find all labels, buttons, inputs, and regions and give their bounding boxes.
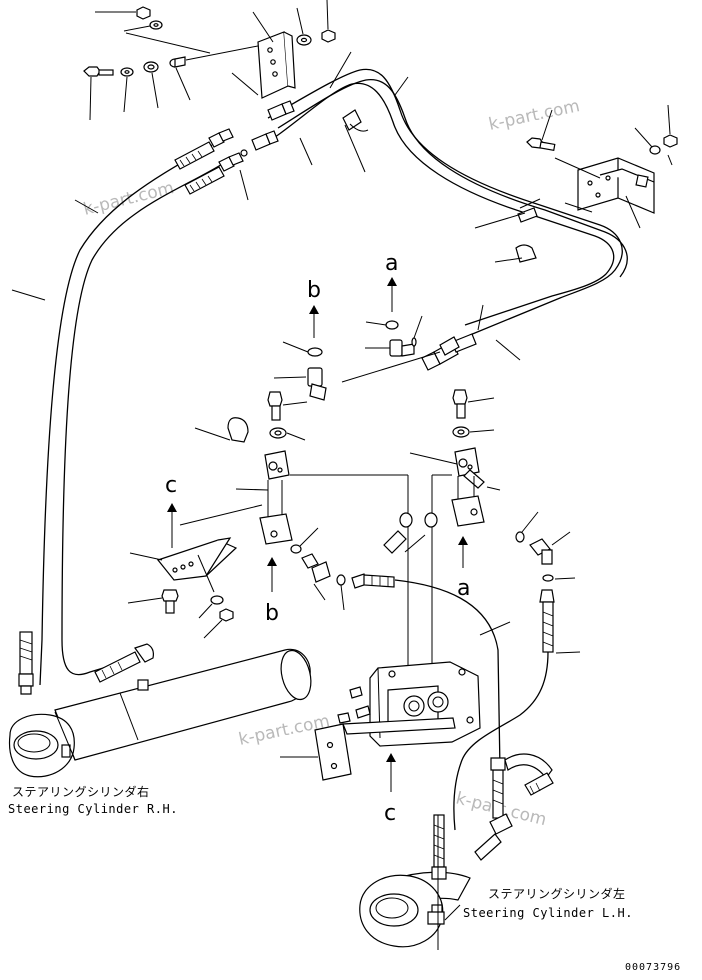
hose-fitting [439, 336, 460, 356]
hose-end-fitting [184, 152, 244, 195]
top-hardware-group [83, 0, 336, 121]
a-port-fittings [365, 315, 581, 831]
cylinder-rh-label-en: Steering Cylinder R.H. [8, 802, 178, 816]
elbow-fitting [365, 339, 415, 357]
document-number: 00073796 [625, 962, 681, 973]
lower-left-bracket [129, 504, 263, 593]
u-bolt-icon [494, 244, 537, 263]
hose-end-fitting [94, 643, 154, 683]
left-hose-assembly [11, 128, 249, 695]
spacer-icon [169, 56, 186, 68]
hose-end-fitting [490, 757, 506, 819]
o-ring-icon [399, 512, 413, 528]
watermark: k-part.com [81, 178, 176, 220]
ref-marker: c [165, 473, 177, 498]
ref-arrow-c-left: c [165, 473, 177, 548]
port-block-a [409, 447, 501, 527]
right-mounting-bracket [554, 157, 655, 229]
bolt-icon [83, 66, 114, 77]
steering-tube-bundle [240, 51, 628, 383]
steering-cylinder-lh [359, 871, 471, 948]
bolt-icon [127, 589, 179, 614]
bolt-icon [267, 391, 308, 421]
watermark: k-part.com [487, 96, 582, 135]
o-ring-icon [542, 574, 554, 582]
cylinder-lh-label-en: Steering Cylinder L.H. [463, 906, 633, 920]
bolt-icon [526, 109, 556, 152]
elbow-fitting [301, 553, 331, 583]
o-ring-icon [515, 531, 525, 543]
elbow-fitting [273, 367, 327, 401]
steering-cylinder-rh [8, 648, 312, 778]
ref-arrow-b-mid: b [265, 557, 279, 626]
elbow-fitting [529, 531, 571, 565]
hose-end-fitting [539, 589, 555, 653]
nut-icon [136, 6, 151, 20]
ref-marker: a [385, 251, 398, 276]
connection-lines [290, 474, 452, 690]
hose-end-fitting [174, 128, 234, 170]
valve-mounting-bracket [280, 717, 456, 781]
cylinder-rh-label-jp: ステアリングシリンダ右 [12, 784, 150, 799]
bolt-icon [452, 389, 495, 419]
o-ring-icon [424, 512, 438, 528]
ref-marker: b [265, 601, 279, 626]
ref-arrow-a-top: a [385, 251, 398, 312]
upper-mounting-bracket [231, 11, 296, 99]
nut-icon [321, 29, 336, 43]
b-port-fittings [194, 341, 395, 611]
hose-end-fitting [474, 753, 554, 861]
ref-arrow-a-mid: a [457, 536, 470, 601]
washer-icon [649, 145, 661, 155]
o-ring-icon [336, 574, 346, 586]
o-ring-icon [290, 544, 302, 554]
nut-icon [663, 134, 678, 148]
hose-end-fitting [351, 573, 395, 589]
o-ring-icon [385, 320, 399, 330]
ref-arrow-b-top: b [307, 278, 321, 338]
hose-end-fitting [431, 814, 447, 880]
cylinder-lh-label-jp: ステアリングシリンダ左 [488, 886, 626, 901]
hose-fitting [251, 130, 279, 151]
u-bolt-icon [194, 417, 249, 443]
ref-arrow-c-bottom: c [384, 753, 396, 826]
ref-marker: a [457, 576, 470, 601]
ref-marker: c [384, 801, 396, 826]
hose-end-fitting [18, 631, 34, 695]
ref-marker: b [307, 278, 321, 303]
washer-icon [210, 595, 224, 605]
hose-fitting [267, 100, 295, 121]
port-block-b [235, 450, 293, 545]
o-ring-icon [307, 347, 323, 357]
nut-icon [219, 608, 234, 622]
